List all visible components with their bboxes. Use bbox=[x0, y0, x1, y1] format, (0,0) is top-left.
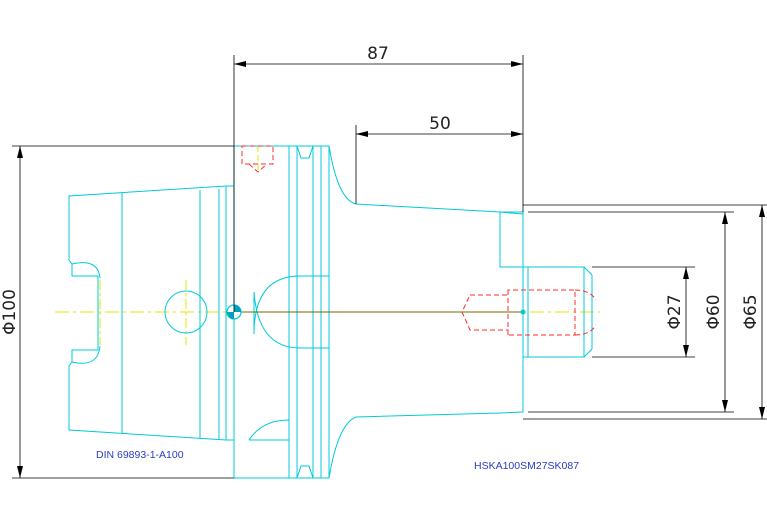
part-number-label: HSKA100SM27SK087 bbox=[474, 460, 579, 472]
hsk-taper bbox=[68, 185, 234, 441]
dim-shank-length: 50 bbox=[429, 114, 451, 134]
hidden-lines bbox=[241, 145, 597, 336]
dim-overall-length: 87 bbox=[367, 44, 389, 64]
dim-bore-diameter: Φ27 bbox=[665, 294, 685, 329]
dimension-lines bbox=[12, 55, 767, 479]
dim-flange-diameter: Φ100 bbox=[0, 289, 20, 335]
standard-label: DIN 69893-1-A100 bbox=[96, 449, 184, 461]
dim-body-diameter: Φ65 bbox=[741, 294, 761, 329]
center-line bbox=[55, 146, 600, 345]
dim-collar-diameter: Φ60 bbox=[704, 294, 724, 329]
